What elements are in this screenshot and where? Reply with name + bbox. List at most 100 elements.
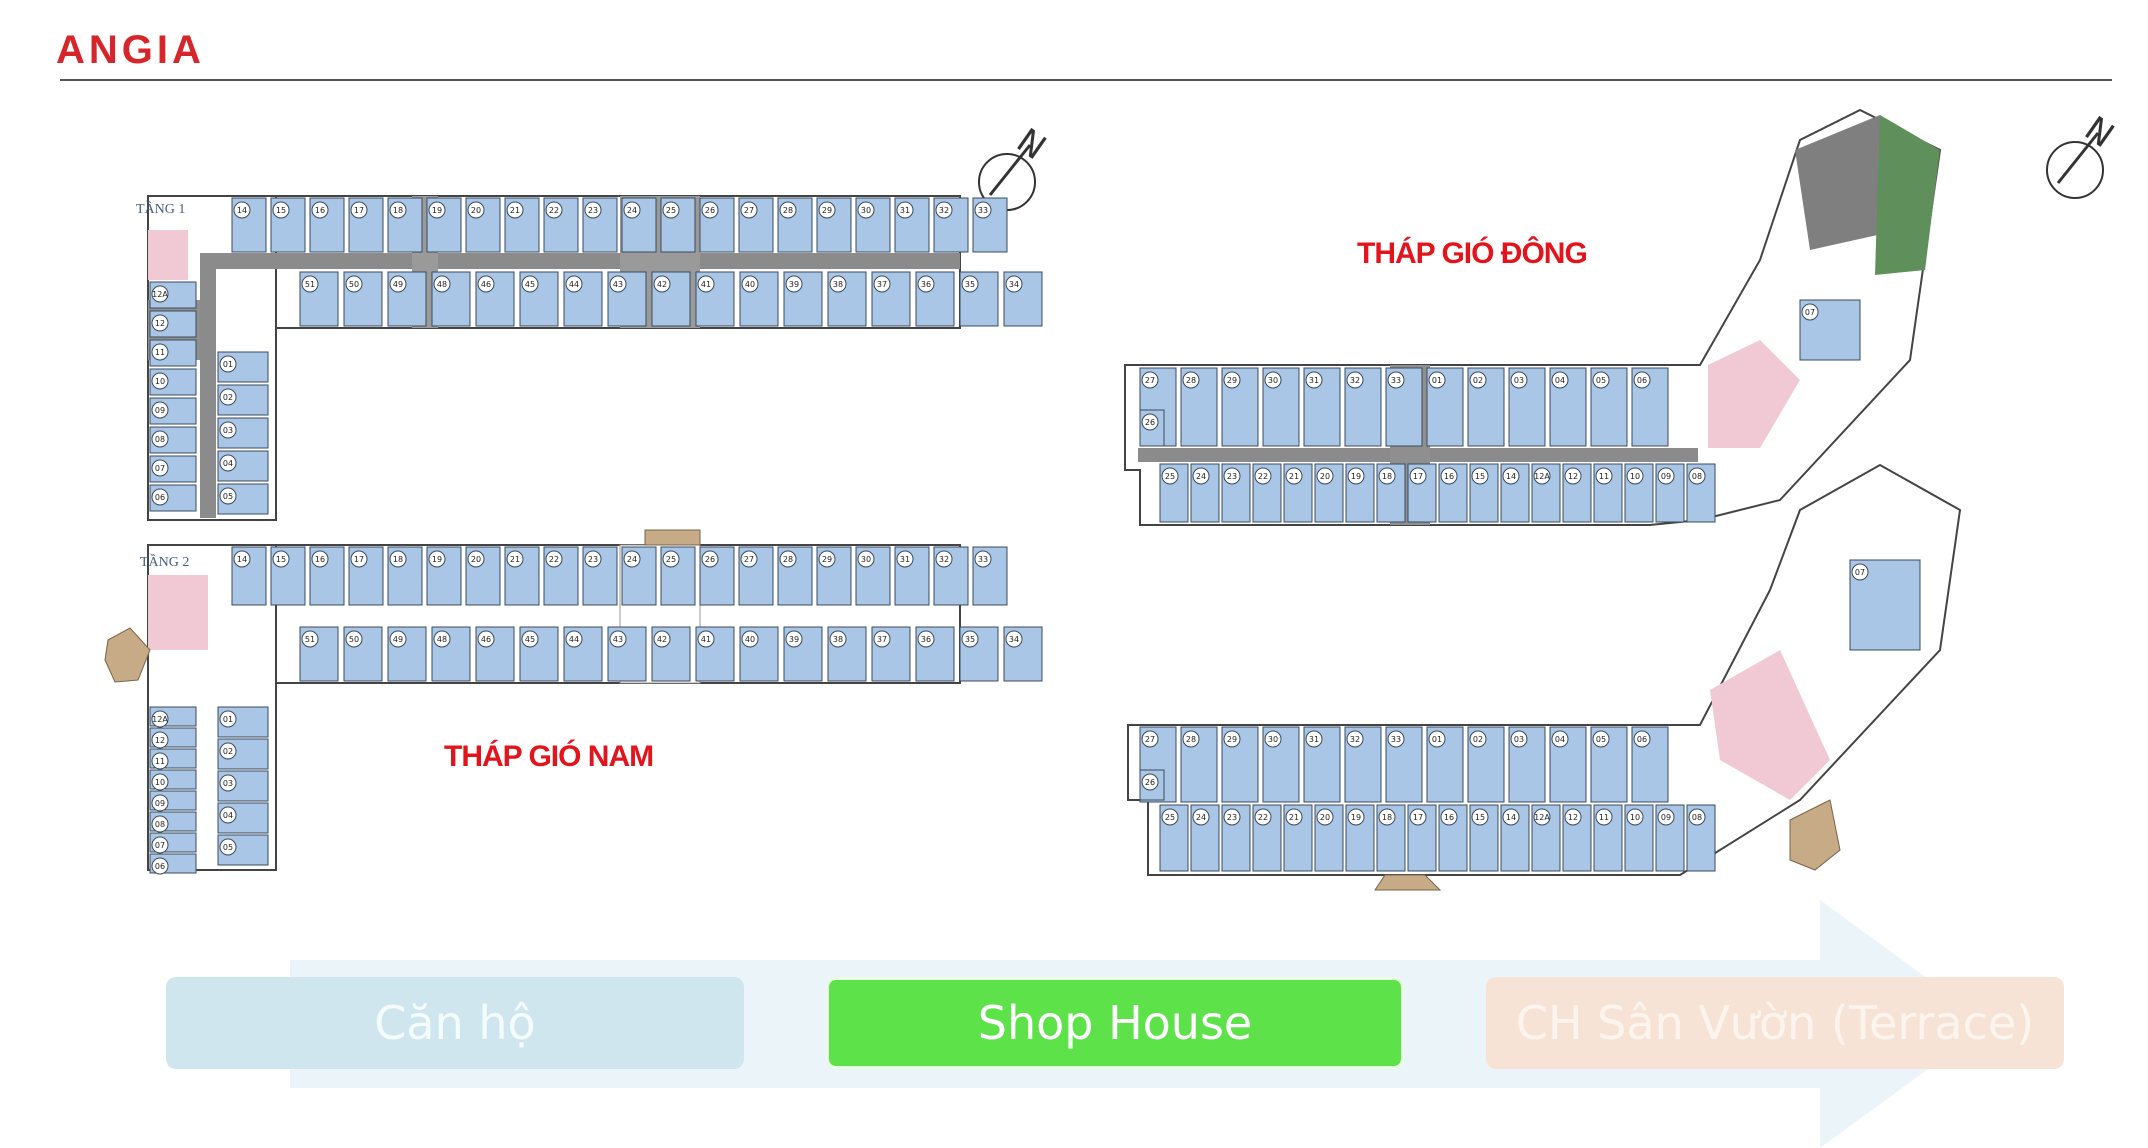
unit-number: 02 [223, 393, 233, 402]
unit-number: 22 [1258, 472, 1268, 481]
unit-number: 45 [525, 280, 535, 289]
unit-badge [151, 459, 169, 477]
unit-number: 18 [393, 555, 403, 564]
unit-number: 16 [315, 555, 325, 564]
unit-badge [1469, 371, 1487, 389]
unit-number: 02 [1473, 735, 1483, 744]
unit-number: 30 [1268, 735, 1278, 744]
unit-number: 45 [525, 635, 535, 644]
unit-number: 21 [1289, 813, 1299, 822]
unit-badge [219, 806, 237, 824]
unit-badge [974, 550, 992, 568]
unit-number: 03 [1514, 735, 1524, 744]
unit-number: 23 [588, 555, 598, 564]
unit-number: 20 [1320, 472, 1330, 481]
unit-number: 50 [349, 280, 359, 289]
unit-number: 07 [1855, 568, 1865, 577]
unit-badge [151, 430, 169, 448]
unit-number: 26 [1145, 778, 1155, 787]
unit-number: 29 [822, 206, 832, 215]
unit-number: 14 [1506, 472, 1516, 481]
unit-badge [272, 201, 290, 219]
unit-badge [1502, 808, 1520, 826]
unit-number: 01 [1432, 376, 1442, 385]
unit-badge [350, 201, 368, 219]
unit-number: 40 [745, 280, 755, 289]
unit-badge [219, 838, 237, 856]
unit-number: 02 [223, 747, 233, 756]
unit-badge [662, 550, 680, 568]
unit-badge [935, 201, 953, 219]
category-terrace-button[interactable]: CH Sân Vườn (Terrace) [1486, 977, 2064, 1069]
unit-badge [1657, 467, 1675, 485]
unit-number: 11 [1599, 472, 1609, 481]
unit-number: 25 [666, 206, 676, 215]
unit-number: 05 [223, 843, 233, 852]
unit-badge [1305, 730, 1323, 748]
unit-badge [1378, 808, 1396, 826]
unit-badge [1471, 467, 1489, 485]
unit-badge [653, 630, 671, 648]
unit-number: 21 [1289, 472, 1299, 481]
unit-badge [609, 630, 627, 648]
unit-badge [545, 550, 563, 568]
unit-number: 05 [223, 492, 233, 501]
unit-badge [829, 275, 847, 293]
unit-number: 17 [354, 206, 364, 215]
unit-number: 05 [1596, 376, 1606, 385]
unit-badge [1264, 371, 1282, 389]
unit-number: 03 [223, 779, 233, 788]
unit-badge [740, 201, 758, 219]
unit-badge [1161, 808, 1179, 826]
compass-icon: N [978, 121, 1053, 211]
unit-number: 49 [393, 635, 403, 644]
unit-badge [389, 201, 407, 219]
unit-number: 32 [1350, 376, 1360, 385]
unit-number: 15 [1475, 813, 1485, 822]
unit-badge [1141, 773, 1159, 791]
unit-badge [301, 630, 319, 648]
unit-badge [1192, 467, 1210, 485]
unit-badge [1223, 371, 1241, 389]
unit-badge [219, 774, 237, 792]
unit-badge [785, 630, 803, 648]
unit-number: 44 [569, 280, 579, 289]
unit-number: 02 [1473, 376, 1483, 385]
unit-badge [857, 550, 875, 568]
unit-badge [521, 630, 539, 648]
unit-badge [896, 201, 914, 219]
unit-badge [1285, 467, 1303, 485]
unit-badge [1141, 371, 1159, 389]
unit-number: 33 [1391, 735, 1401, 744]
unit-badge [565, 275, 583, 293]
unit-number: 31 [900, 206, 910, 215]
tower-title-east: THÁP GIÓ ĐÔNG [1357, 237, 1588, 270]
unit-number: 27 [1145, 376, 1155, 385]
unit-number: 22 [1258, 813, 1268, 822]
unit-badge [1316, 467, 1334, 485]
unit-badge [701, 201, 719, 219]
unit-number: 18 [1382, 813, 1392, 822]
unit-badge [389, 550, 407, 568]
category-shop-house-button[interactable]: Shop House [826, 977, 1404, 1069]
unit-badge [151, 285, 169, 303]
unit-number: 50 [349, 635, 359, 644]
unit-number: 16 [315, 206, 325, 215]
unit-badge [1409, 808, 1427, 826]
unit-badge [151, 488, 169, 506]
unit-badge [477, 630, 495, 648]
unit-badge [623, 201, 641, 219]
unit-number: 29 [1227, 735, 1237, 744]
unit-number: 39 [789, 635, 799, 644]
unit-number: 28 [1186, 735, 1196, 744]
tower-title-south: THÁP GIÓ NAM [444, 740, 654, 773]
unit-number: 09 [155, 406, 165, 415]
unit-badge [1316, 808, 1334, 826]
category-can-ho-button[interactable]: Căn hộ [166, 977, 744, 1069]
unit-number: 33 [1391, 376, 1401, 385]
unit-badge [151, 794, 169, 812]
unit-number: 24 [627, 206, 637, 215]
unit-badge [545, 201, 563, 219]
unit-number: 04 [223, 811, 233, 820]
unit-badge [1161, 467, 1179, 485]
